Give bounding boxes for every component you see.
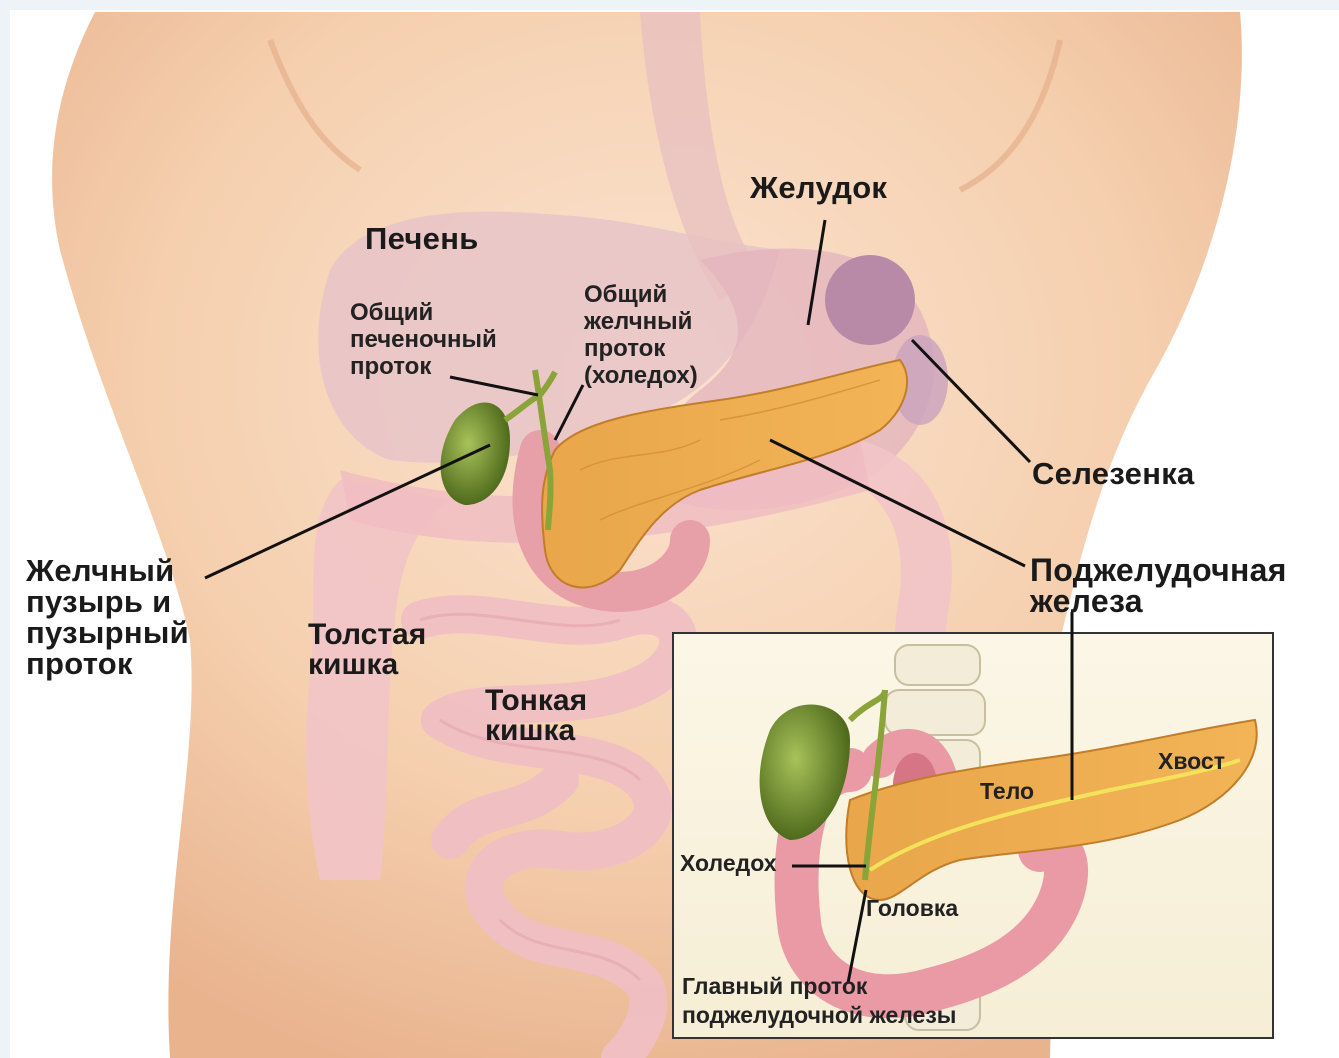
label-liver: Печень [365,223,479,254]
label-large-intestine: Толстая кишка [308,620,426,680]
label-stomach: Желудок [750,172,887,203]
spleen [825,255,915,345]
inset-label-head: Головка [866,897,958,920]
inset-label-main-duct: Главный проток поджелудочной железы [682,972,956,1030]
label-spleen: Селезенка [1032,458,1195,489]
inset-label-choledoch: Холедох [680,852,776,875]
label-common-bile-duct: Общий желчный проток (холедох) [584,282,698,390]
label-pancreas: Поджелудочная железа [1030,555,1287,618]
label-common-hepatic-duct: Общий печеночный проток [350,300,497,381]
label-small-intestine: Тонкая кишка [485,686,587,746]
inset-label-tail: Хвост [1158,750,1225,773]
inset-label-body: Тело [980,780,1034,803]
label-gallbladder: Желчный пузырь и пузырный проток [26,555,189,679]
